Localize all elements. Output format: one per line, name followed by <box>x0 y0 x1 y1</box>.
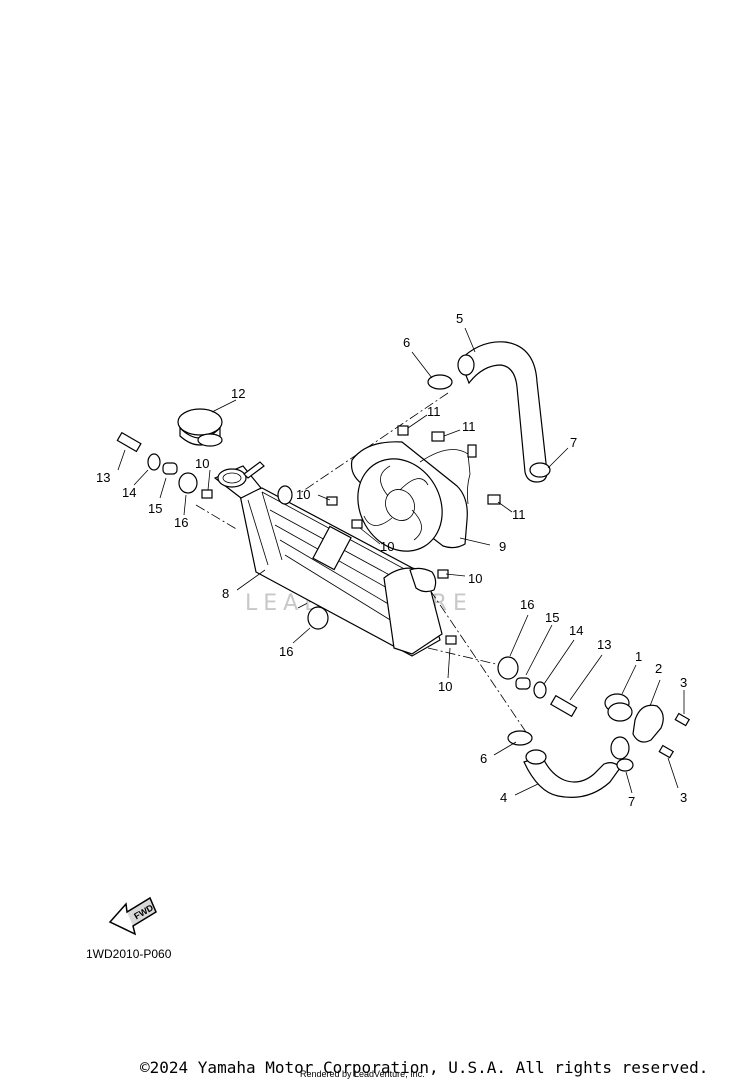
filler-neck <box>217 461 265 488</box>
callout-14a: 14 <box>122 485 136 500</box>
callout-3b: 3 <box>680 790 687 805</box>
upper-hose <box>457 341 548 483</box>
callout-2: 2 <box>655 661 662 676</box>
callout-16a: 16 <box>174 515 188 530</box>
callout-5: 5 <box>456 311 463 326</box>
callout-16b: 16 <box>279 644 293 659</box>
callout-7a: 7 <box>570 435 577 450</box>
callout-8: 8 <box>222 586 229 601</box>
callout-15b: 15 <box>545 610 559 625</box>
lower-hose <box>523 736 630 798</box>
callout-1: 1 <box>635 649 642 664</box>
callout-7b: 7 <box>628 794 635 809</box>
callout-11a: 11 <box>427 404 441 419</box>
callout-10b: 10 <box>296 487 310 502</box>
callout-11b: 11 <box>462 419 476 434</box>
radiator-cap <box>177 408 223 447</box>
fwd-arrow-icon: FWD <box>108 896 157 936</box>
callout-numbers: 1 2 3 3 4 5 6 6 7 7 8 9 10 10 10 10 10 1… <box>96 311 687 809</box>
fasteners <box>116 425 578 718</box>
copyright-text: ©2024 Yamaha Motor Corporation, U.S.A. A… <box>140 1058 709 1077</box>
callout-9: 9 <box>499 539 506 554</box>
callout-6a: 6 <box>403 335 410 350</box>
callout-6b: 6 <box>480 751 487 766</box>
rendered-by-text: Rendered by LeadVenture, Inc. <box>300 1069 425 1079</box>
callout-3a: 3 <box>680 675 687 690</box>
thermostat-housing <box>604 693 691 759</box>
callout-11c: 11 <box>512 507 526 522</box>
hose-clamps <box>427 374 634 772</box>
callout-14b: 14 <box>569 623 583 638</box>
callout-10d: 10 <box>468 571 482 586</box>
callout-10e: 10 <box>438 679 452 694</box>
callout-4: 4 <box>500 790 507 805</box>
callout-16c: 16 <box>520 597 534 612</box>
callout-10a: 10 <box>195 456 209 471</box>
callout-15a: 15 <box>148 501 162 516</box>
callout-13a: 13 <box>96 470 110 485</box>
callout-13b: 13 <box>597 637 611 652</box>
callout-10c: 10 <box>380 539 394 554</box>
callout-12: 12 <box>231 386 245 401</box>
leader-lines <box>117 327 685 796</box>
diagram-code: 1WD2010-P060 <box>86 947 172 961</box>
fan-assembly <box>350 441 477 552</box>
